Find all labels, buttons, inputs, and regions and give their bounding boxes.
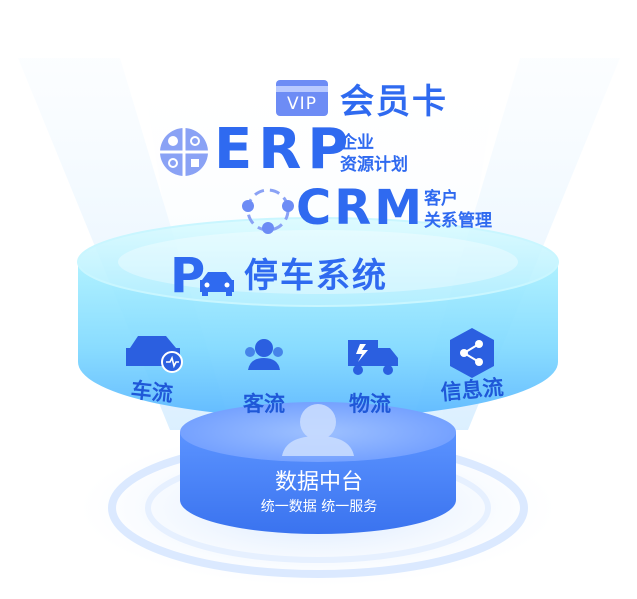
erp-circle-icon [160, 128, 208, 176]
car-icon [126, 336, 183, 373]
erp-subtitle-line2: 资源计划 [340, 155, 408, 175]
svg-text:P: P [170, 248, 205, 304]
platform-title: 数据中台 [274, 470, 363, 495]
crm-subtitle-line1: 客户 [424, 189, 458, 209]
truck-icon [348, 340, 398, 375]
parking-title: 停车系统 [244, 256, 388, 296]
vip-title: 会员卡 [340, 82, 448, 122]
erp-title: ERP [214, 117, 355, 182]
vip-card-icon [276, 80, 328, 116]
crm-title: CRM [296, 180, 425, 236]
people-icon [245, 339, 283, 370]
crm-subtitle: 客户 关系管理 [424, 188, 492, 232]
share-icon [450, 328, 494, 378]
erp-subtitle: 企业 资源计划 [340, 132, 408, 176]
crm-network-icon [242, 188, 294, 234]
platform-subtitle: 统一数据 统一服务 [260, 499, 378, 515]
parking-icon: P [170, 248, 234, 304]
ring-label-passenger-flow: 客流 [243, 392, 285, 416]
crm-subtitle-line2: 关系管理 [424, 211, 492, 231]
vip-badge-text: VIP [287, 94, 317, 114]
erp-subtitle-line1: 企业 [340, 133, 374, 153]
user-silhouette-icon [282, 404, 354, 456]
ring-label-logistics-flow: 物流 [349, 392, 391, 416]
